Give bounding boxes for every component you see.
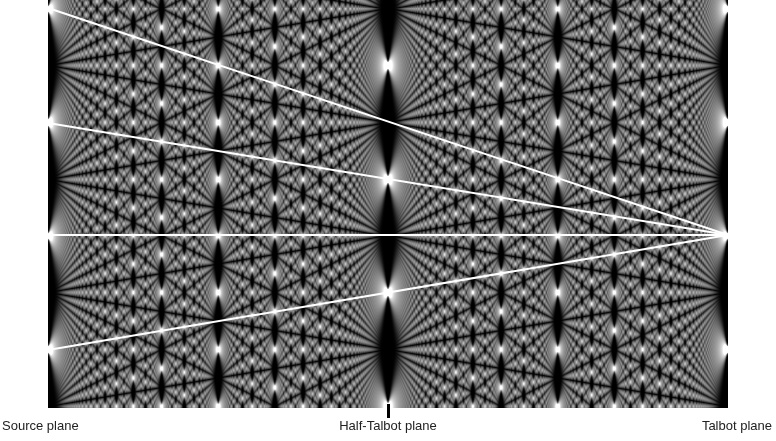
- plane-label: Half-Talbot plane: [339, 418, 437, 433]
- ray-line: [48, 8, 728, 235]
- plane-label: Source plane: [2, 418, 79, 433]
- ray-line: [48, 234, 728, 236]
- half-talbot-tick: [387, 404, 390, 418]
- talbot-carpet: [48, 0, 728, 408]
- ray-line: [48, 235, 728, 350]
- ray-line: [48, 123, 728, 235]
- plane-label: Talbot plane: [702, 418, 772, 433]
